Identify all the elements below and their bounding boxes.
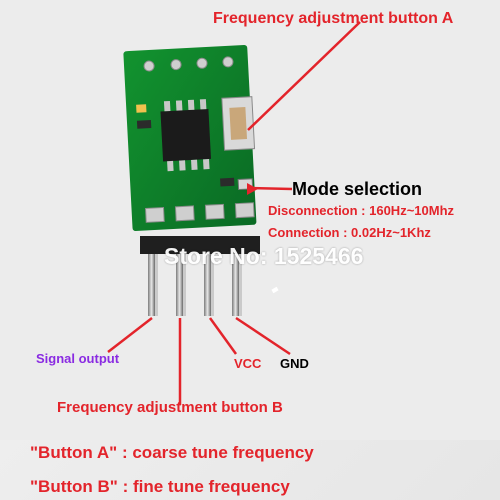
led bbox=[136, 104, 147, 113]
annotation-lines bbox=[107, 21, 361, 405]
arrow-head bbox=[247, 183, 258, 195]
gnd-label: GND bbox=[280, 356, 309, 371]
freq-button-a-label: Frequency adjustment button A bbox=[213, 10, 454, 27]
store-watermark: Store No: 1525466 bbox=[164, 243, 364, 269]
resistor bbox=[136, 120, 152, 129]
pad bbox=[222, 56, 234, 68]
button-a bbox=[221, 96, 256, 151]
pad bbox=[196, 57, 208, 69]
connection-label: Connection : 0.02Hz~1Khz bbox=[268, 225, 431, 240]
vcc-label: VCC bbox=[234, 356, 262, 371]
signal-output-label: Signal output bbox=[36, 351, 120, 366]
header-pins bbox=[148, 254, 239, 316]
mode-selection-label: Mode selection bbox=[292, 179, 423, 199]
disconnection-label: Disconnection : 160Hz~10Mhz bbox=[268, 203, 455, 218]
button-b-description: "Button B" : fine tune frequency bbox=[30, 477, 290, 496]
ic-chip bbox=[160, 108, 212, 162]
button-a-description: "Button A" : coarse tune frequency bbox=[30, 443, 314, 462]
resistor bbox=[220, 177, 235, 187]
pad bbox=[143, 60, 155, 72]
freq-button-b-label: Frequency adjustment button B bbox=[57, 399, 283, 416]
pin-header bbox=[140, 236, 260, 254]
pad bbox=[170, 59, 182, 71]
pcb-board bbox=[123, 45, 257, 231]
